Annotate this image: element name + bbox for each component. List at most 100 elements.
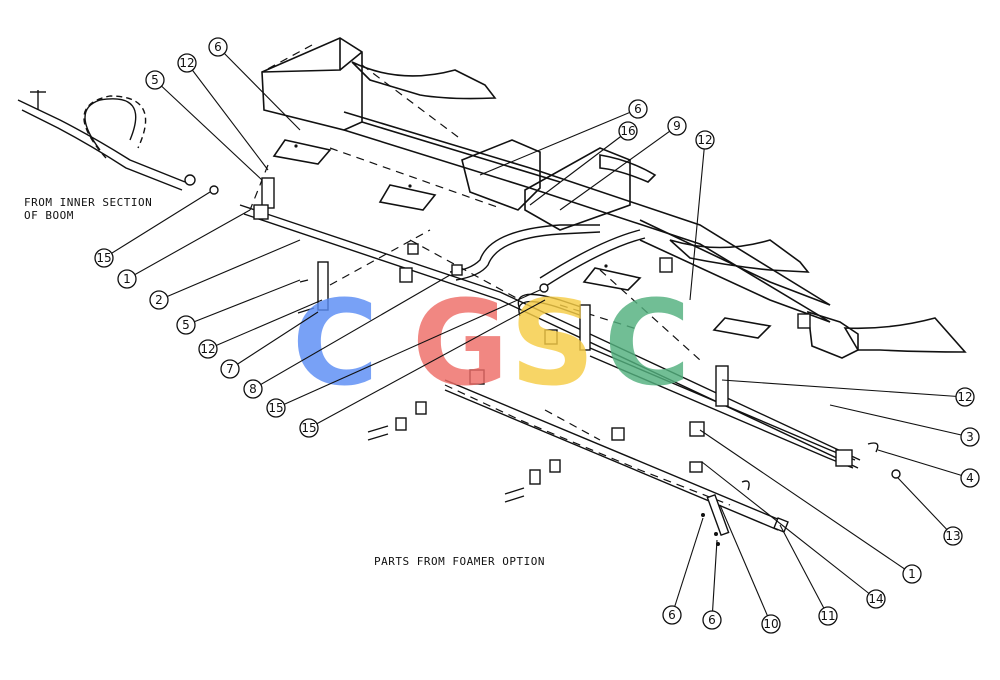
callout-number: 15 — [96, 251, 111, 265]
callout-number: 1 — [908, 567, 916, 581]
label-from-inner-line1: FROM INNER SECTION — [24, 196, 152, 209]
callout: 6 — [662, 605, 682, 625]
callout-circle — [628, 99, 648, 119]
callout-leader — [308, 299, 546, 429]
callout-circle — [902, 564, 922, 584]
callout-circle — [955, 387, 975, 407]
bolts — [297, 279, 525, 503]
callout: 12 — [955, 387, 975, 407]
callout-number: 15 — [268, 401, 283, 415]
callout-leader — [897, 477, 954, 537]
watermark: C G S C — [292, 274, 691, 412]
callout: 15 — [266, 398, 286, 418]
callout: 12 — [695, 130, 715, 150]
callout: 7 — [220, 359, 240, 379]
callout-circle — [866, 589, 886, 609]
callout-number: 12 — [179, 56, 194, 70]
callout-circle — [243, 379, 263, 399]
callout: 11 — [818, 606, 838, 626]
callout-number: 9 — [673, 119, 681, 133]
callout: 5 — [176, 315, 196, 335]
callout-leader — [217, 46, 301, 131]
callout-leader — [559, 125, 678, 211]
callout: 13 — [943, 526, 963, 546]
callout-leader — [158, 239, 301, 301]
callout: 9 — [667, 116, 687, 136]
callout-number: 5 — [151, 73, 159, 87]
callout-circle — [149, 290, 169, 310]
callout-circle — [198, 339, 218, 359]
callout-circle — [220, 359, 240, 379]
callout-circle — [943, 526, 963, 546]
callout-number: 15 — [301, 421, 316, 435]
callout-leader — [154, 79, 263, 181]
callout-circle — [176, 315, 196, 335]
callout-number: 5 — [182, 318, 190, 332]
label-from-inner-line2: OF BOOM — [24, 209, 74, 222]
callout-leader — [207, 299, 323, 350]
callout-leader — [779, 524, 829, 617]
boom-frame — [261, 37, 967, 359]
callout-number: 14 — [868, 592, 883, 606]
callout-leader — [252, 274, 451, 390]
callout-leader — [671, 517, 704, 616]
callout-circle — [177, 53, 197, 73]
watermark-letter: C — [292, 274, 379, 412]
callout-circle — [299, 418, 319, 438]
callout-circle — [117, 269, 137, 289]
callout-circle — [702, 610, 722, 630]
callout: 4 — [960, 468, 980, 488]
callout-leader — [701, 461, 877, 600]
callout-number: 11 — [820, 609, 835, 623]
callout-circle — [618, 121, 638, 141]
watermark-letter: G — [412, 274, 509, 412]
callout: 6 — [628, 99, 648, 119]
callout: 6 — [702, 610, 722, 630]
callout-leader — [275, 289, 541, 409]
callout-leader — [711, 539, 718, 621]
callout-leader — [185, 279, 301, 326]
callout-circle — [960, 468, 980, 488]
fittings — [184, 174, 901, 537]
callout: 15 — [94, 248, 114, 268]
callout-circle — [667, 116, 687, 136]
callout-number: 10 — [763, 617, 778, 631]
callout: 12 — [198, 339, 218, 359]
callout-number: 6 — [708, 613, 716, 627]
callout-leader — [229, 311, 319, 370]
callout-circle — [266, 398, 286, 418]
callout-number: 6 — [214, 40, 222, 54]
callout: 3 — [960, 427, 980, 447]
callout-circle — [662, 605, 682, 625]
callout-circle — [761, 614, 781, 634]
callout-number: 12 — [200, 342, 215, 356]
callout-leader — [103, 191, 211, 259]
callout: 5 — [145, 70, 165, 90]
callout-number: 6 — [668, 608, 676, 622]
callout: 8 — [243, 379, 263, 399]
callout-leader — [186, 62, 269, 171]
callout-leader — [479, 108, 639, 176]
callout-leader — [829, 404, 971, 438]
callout-leader — [689, 139, 706, 301]
callout: 6 — [208, 37, 228, 57]
callout-number: 6 — [634, 102, 642, 116]
callout-leader — [719, 504, 772, 625]
callout: 12 — [177, 53, 197, 73]
label-foamer-option: PARTS FROM FOAMER OPTION — [374, 555, 545, 568]
hidden-lines — [249, 44, 731, 506]
watermark-letter: C — [604, 274, 691, 412]
callout: 14 — [866, 589, 886, 609]
callout-number: 8 — [249, 382, 257, 396]
callout-number: 13 — [945, 529, 960, 543]
callout-number: 7 — [226, 362, 234, 376]
callout-leader — [529, 130, 629, 206]
callout: 2 — [149, 290, 169, 310]
callout-number: 16 — [620, 124, 635, 138]
callout: 1 — [117, 269, 137, 289]
callout-leader — [721, 379, 966, 398]
callout-number: 12 — [957, 390, 972, 404]
callout-circle — [94, 248, 114, 268]
